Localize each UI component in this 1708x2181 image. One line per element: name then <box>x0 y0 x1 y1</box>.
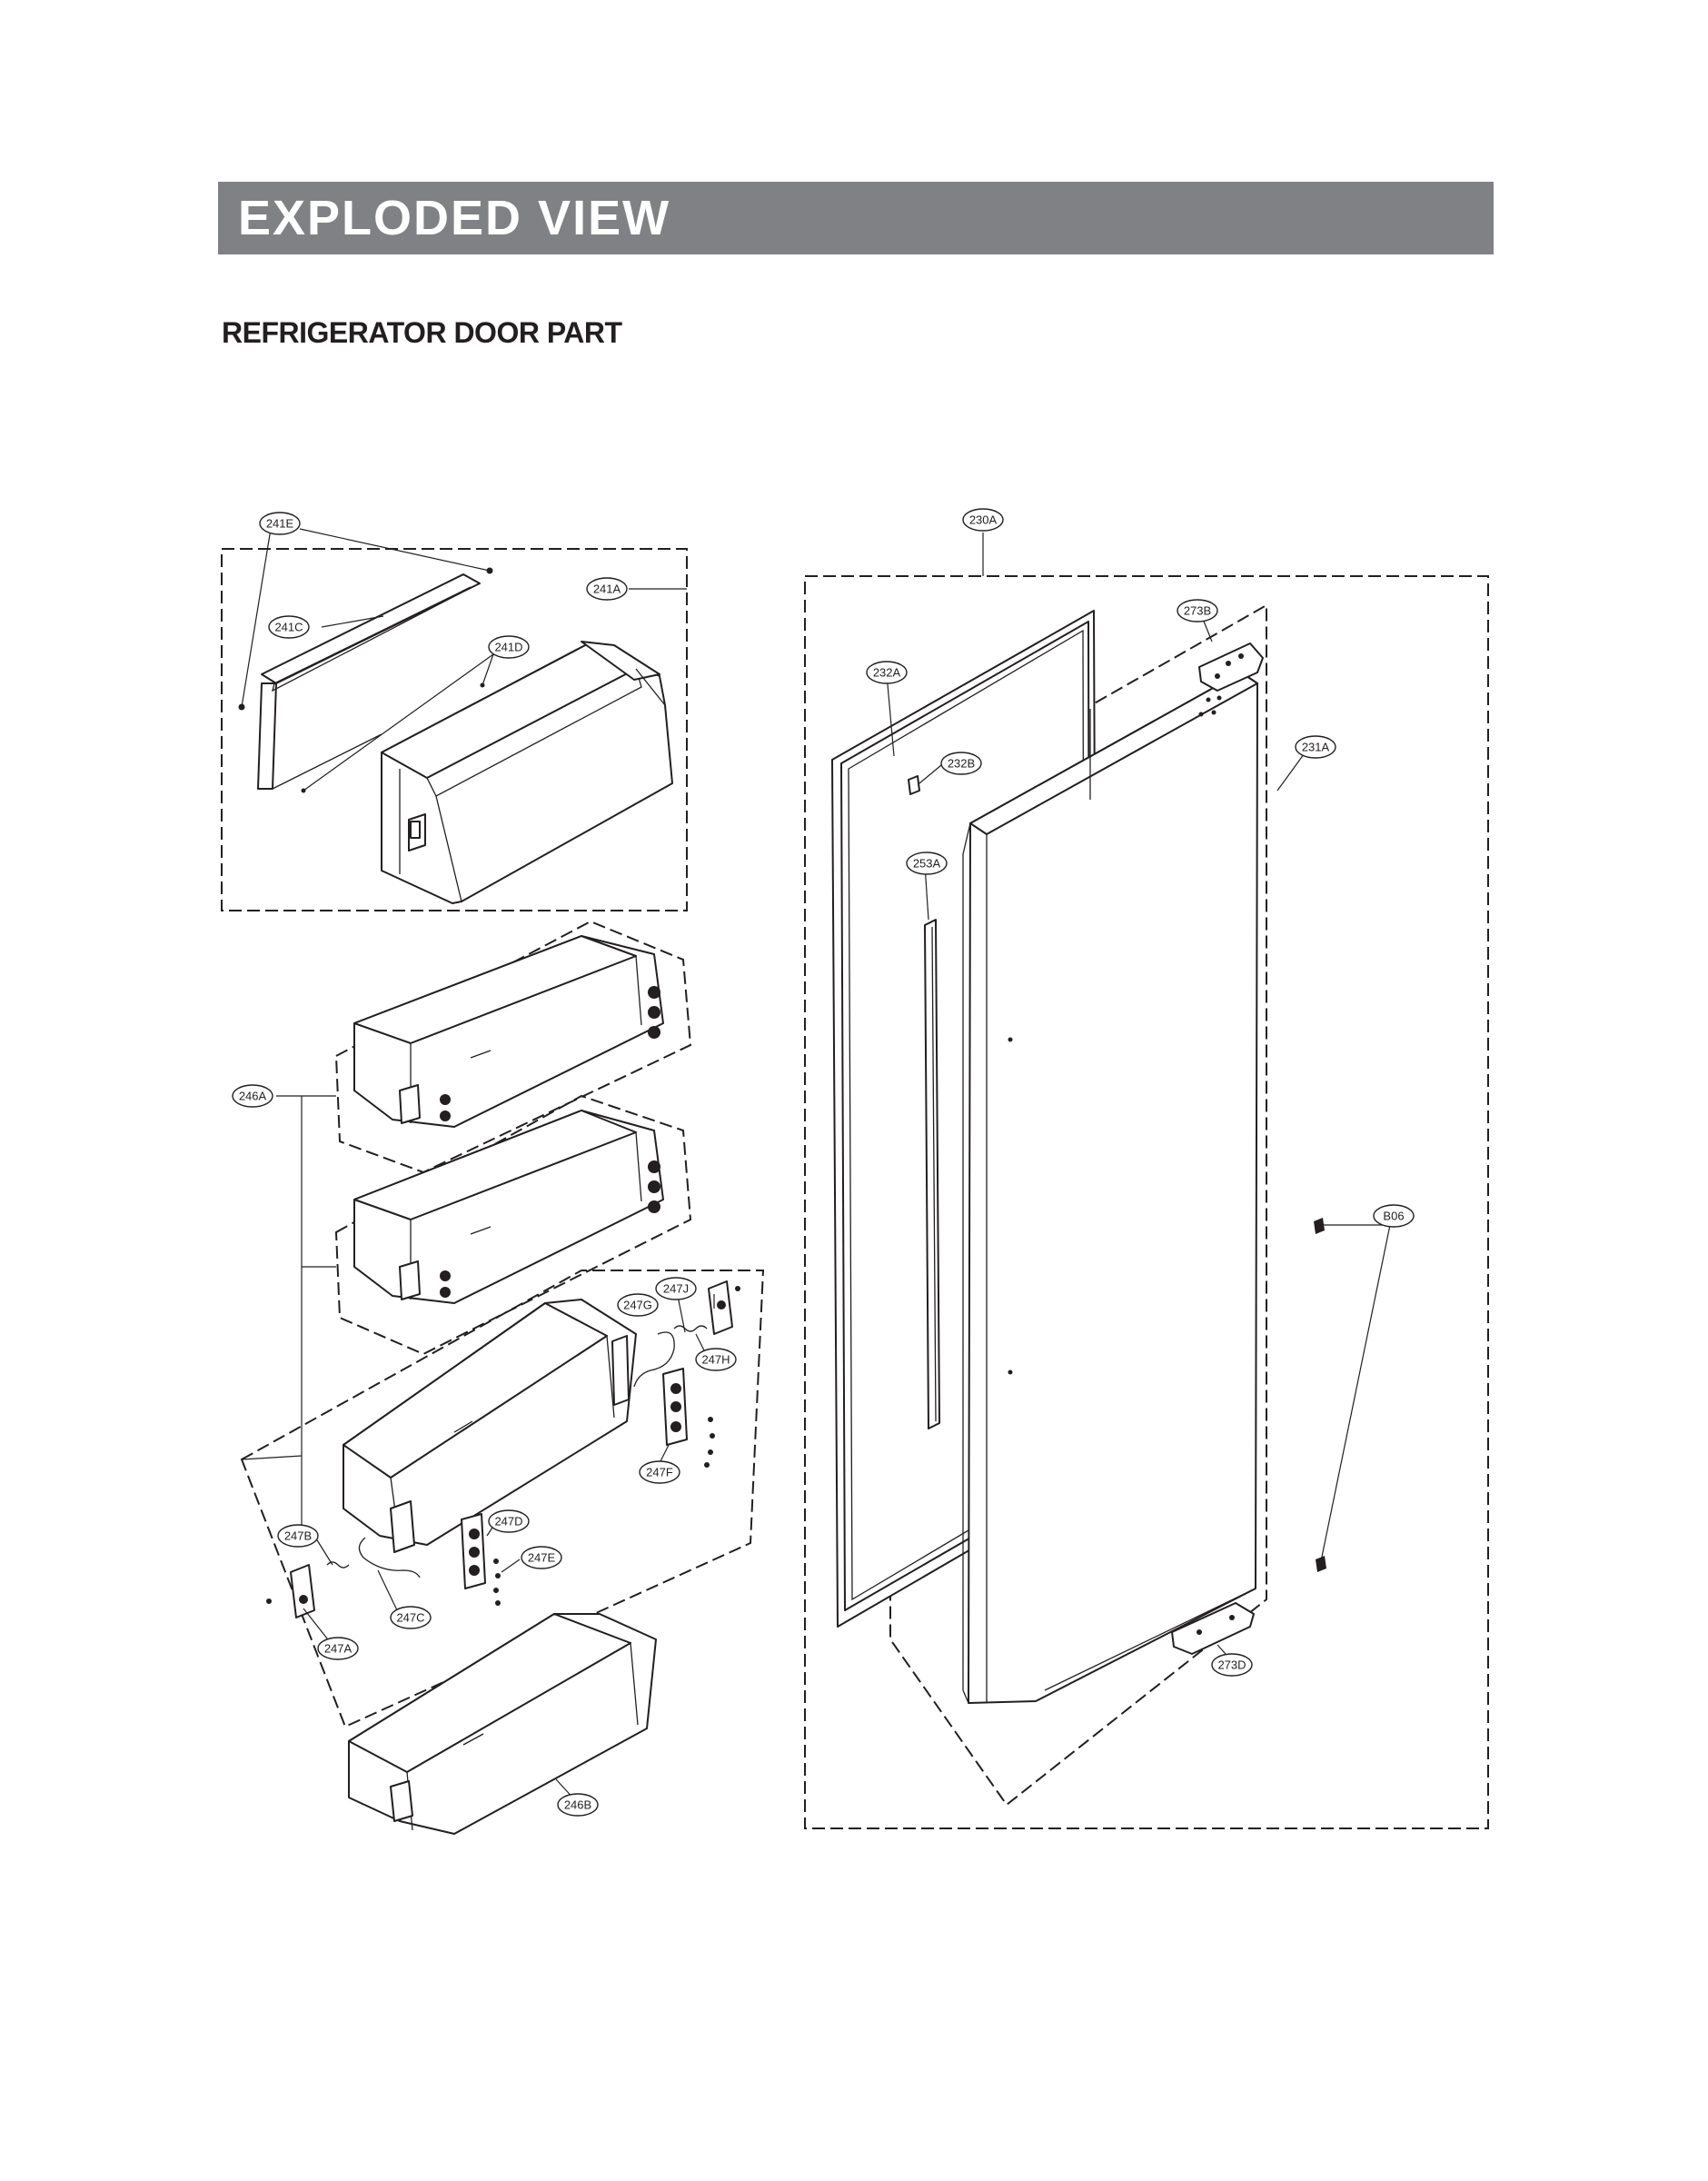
bracket-247J <box>708 1280 733 1335</box>
door-basket-bottom-246B <box>348 1613 657 1835</box>
label-247B: 247B <box>277 1524 319 1548</box>
bracket-247A <box>290 1564 315 1618</box>
svg-text:247F: 247F <box>646 1466 673 1479</box>
svg-text:232B: 232B <box>948 757 975 771</box>
screw-B06-top <box>1314 1218 1325 1234</box>
door-bar-253A <box>924 919 940 1429</box>
basket-body-241A <box>381 641 673 904</box>
svg-text:247G: 247G <box>623 1299 652 1312</box>
screw-247A <box>266 1598 272 1604</box>
svg-text:247B: 247B <box>284 1529 312 1543</box>
label-231A: 231A <box>1295 735 1336 759</box>
label-273B: 273B <box>1177 599 1218 622</box>
svg-text:241E: 241E <box>266 517 294 531</box>
gasket-clip-232B <box>908 775 920 795</box>
lever-247G <box>633 1331 675 1388</box>
spring-247H <box>673 1325 708 1332</box>
label-241A: 241A <box>586 577 628 601</box>
label-247E: 247E <box>521 1546 562 1569</box>
svg-text:247A: 247A <box>324 1642 353 1656</box>
door-basket-lower <box>343 1299 637 1553</box>
svg-text:241A: 241A <box>593 583 621 596</box>
button-panel-247F <box>662 1368 688 1446</box>
label-253A: 253A <box>906 851 948 875</box>
svg-text:241C: 241C <box>274 621 303 634</box>
svg-text:247D: 247D <box>494 1515 522 1529</box>
hinge-273B <box>1198 642 1264 692</box>
spring-247B <box>326 1561 350 1569</box>
section-title: REFRIGERATOR DOOR PART <box>222 316 622 349</box>
screw-B06-bottom <box>1316 1556 1326 1572</box>
svg-text:247J: 247J <box>663 1282 689 1296</box>
basket-246A-upper-outline <box>334 920 692 1174</box>
label-273D: 273D <box>1211 1653 1253 1677</box>
screws-247F <box>704 1417 715 1468</box>
basket-246A-middle-outline <box>334 1094 692 1356</box>
hinge-273D <box>1171 1602 1255 1655</box>
svg-text:232A: 232A <box>873 666 901 680</box>
label-247H: 247H <box>695 1348 737 1371</box>
label-247F: 247F <box>639 1460 680 1484</box>
screw-247J <box>735 1286 740 1291</box>
svg-text:273D: 273D <box>1217 1658 1246 1672</box>
label-241E: 241E <box>259 512 301 535</box>
header-banner: EXPLODED VIEW <box>218 182 1494 254</box>
svg-text:247C: 247C <box>396 1611 424 1625</box>
label-247G: 247G <box>617 1293 659 1317</box>
screws-247E <box>493 1559 501 1606</box>
door-panel <box>962 672 1258 1704</box>
svg-text:241D: 241D <box>494 641 522 654</box>
label-241D: 241D <box>488 635 530 659</box>
label-B06: B06 <box>1373 1204 1415 1228</box>
label-241C: 241C <box>268 615 310 639</box>
basket-246A-lower-outline <box>240 1270 765 1728</box>
label-230A: 230A <box>962 508 1004 532</box>
svg-text:253A: 253A <box>913 857 941 871</box>
svg-text:247E: 247E <box>528 1551 556 1565</box>
svg-text:B06: B06 <box>1383 1210 1404 1223</box>
label-247J: 247J <box>655 1277 697 1300</box>
label-246A: 246A <box>232 1084 273 1108</box>
svg-text:273B: 273B <box>1184 604 1211 618</box>
basket-cover-241C <box>257 573 481 790</box>
label-247C: 247C <box>390 1606 432 1629</box>
door-assembly-230A-outline <box>804 575 1489 1829</box>
button-panel-247D <box>461 1513 486 1589</box>
label-247D: 247D <box>488 1509 530 1533</box>
door-basket-upper <box>353 935 664 1128</box>
svg-text:230A: 230A <box>969 513 998 527</box>
basket-241-group-outline <box>221 548 688 911</box>
label-246B: 246B <box>557 1793 599 1817</box>
hinge-273B-holes <box>1198 695 1222 717</box>
label-232B: 232B <box>940 752 982 775</box>
label-232A: 232A <box>866 661 908 684</box>
svg-text:247H: 247H <box>701 1353 730 1367</box>
svg-text:246B: 246B <box>564 1798 591 1812</box>
page-title: EXPLODED VIEW <box>238 191 671 245</box>
svg-text:246A: 246A <box>239 1090 267 1103</box>
label-247A: 247A <box>317 1637 359 1660</box>
door-basket-middle <box>353 1110 664 1304</box>
lever-247C <box>358 1537 421 1578</box>
svg-text:231A: 231A <box>1302 741 1330 754</box>
